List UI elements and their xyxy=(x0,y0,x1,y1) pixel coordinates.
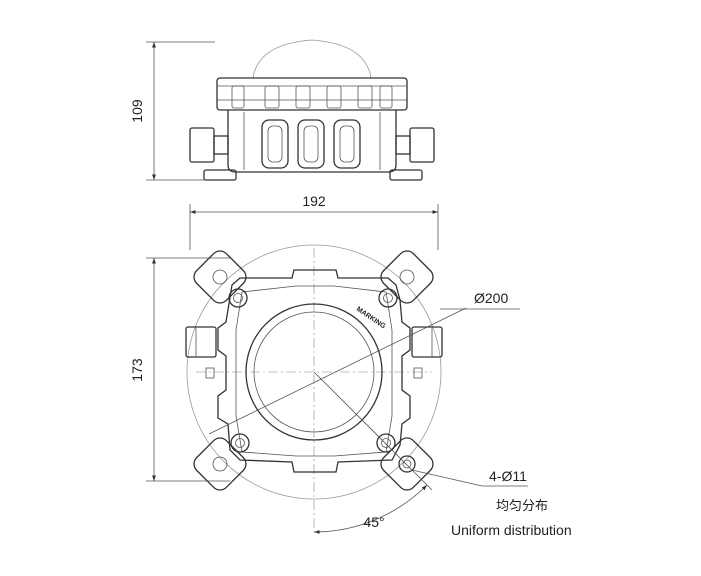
window-middle xyxy=(297,119,325,169)
angle-label: 45° xyxy=(363,514,384,530)
base-right xyxy=(389,169,423,181)
lid xyxy=(216,77,408,111)
gland-right xyxy=(409,127,435,163)
mounting-ear-bottom-right xyxy=(380,437,434,491)
diameter-label: Ø200 xyxy=(474,290,508,306)
bolt-top-right xyxy=(378,288,398,308)
side-view: 109 xyxy=(129,39,435,181)
top-view: 192 173 xyxy=(129,193,572,538)
hole-spec-label: 4-Ø11 xyxy=(489,468,527,484)
mounting-ear-top-left xyxy=(193,250,247,304)
window-right xyxy=(333,119,361,169)
mounting-body xyxy=(217,269,411,473)
mounting-ear-top-right xyxy=(380,250,434,304)
bolt-bottom-left xyxy=(230,433,250,453)
height-dim-side: 109 xyxy=(129,99,145,123)
body xyxy=(227,110,397,173)
bolt-bottom-right xyxy=(376,433,396,453)
gland-left xyxy=(189,127,215,163)
mounting-ear-bottom-left xyxy=(193,437,247,491)
window-inner-ring xyxy=(253,311,375,433)
distribution-cn-label: 均匀分布 xyxy=(496,498,548,513)
bolt-top-left xyxy=(228,288,248,308)
gland-left-top xyxy=(185,326,217,358)
window-left xyxy=(261,119,289,169)
base-left xyxy=(203,169,237,181)
width-dim: 192 xyxy=(302,193,326,209)
height-dim-top: 173 xyxy=(129,358,145,382)
nameplate: MARKING xyxy=(355,306,387,331)
window-outer-ring xyxy=(245,303,383,441)
distribution-en-label: Uniform distribution xyxy=(451,522,572,538)
dome xyxy=(252,39,372,79)
